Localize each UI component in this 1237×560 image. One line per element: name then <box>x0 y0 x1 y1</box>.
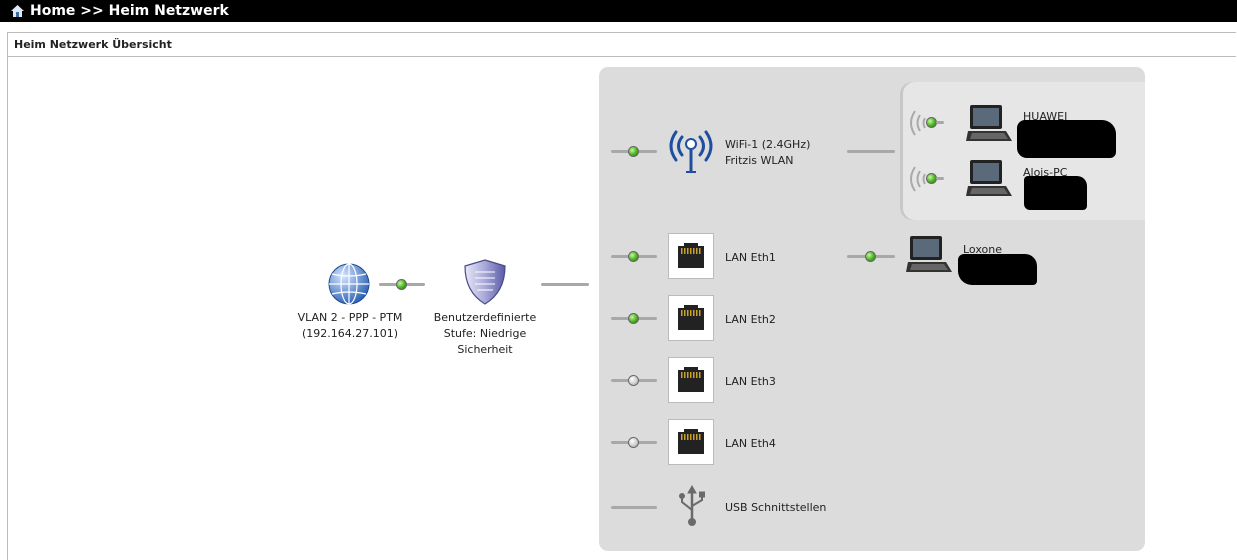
content-frame <box>7 32 1236 560</box>
section-title: Heim Netzwerk Übersicht <box>14 38 172 51</box>
lan-eth1-status-led <box>628 251 639 262</box>
wifi-antenna-icon[interactable] <box>666 124 716 176</box>
globe-icon[interactable] <box>327 262 371 306</box>
lan-client-led <box>865 251 876 262</box>
firewall-label: Benutzerdefinierte Stufe: Niedrige Siche… <box>425 310 545 358</box>
ethernet-port-icon[interactable] <box>668 295 714 341</box>
firewall-label-line3: Sicherheit <box>457 343 513 356</box>
wifi-client-line <box>936 177 944 180</box>
ethernet-port-icon[interactable] <box>668 233 714 279</box>
lan-eth2-label[interactable]: LAN Eth2 <box>725 313 776 326</box>
wireless-signal-icon <box>910 166 926 192</box>
redaction-block <box>958 254 1037 285</box>
lan-client-label[interactable]: Loxone <box>963 243 1002 256</box>
top-bar: Home >> Heim Netzwerk <box>0 0 1237 22</box>
firewall-label-line2: Stufe: Niedrige <box>443 327 527 340</box>
title-divider <box>8 56 1236 57</box>
redaction-block <box>1017 120 1116 158</box>
wan-label-line1: VLAN 2 - PPP - PTM <box>297 311 403 324</box>
lan-eth1-label[interactable]: LAN Eth1 <box>725 251 776 264</box>
lan-eth3-status-led <box>628 375 639 386</box>
wifi-clients-link-line <box>847 150 895 153</box>
wan-label-line2: (192.164.27.101) <box>301 327 399 340</box>
wan-label: VLAN 2 - PPP - PTM (192.164.27.101) <box>290 310 410 342</box>
breadcrumb[interactable]: Home >> Heim Netzwerk <box>30 3 229 19</box>
firewall-link-line <box>541 283 589 286</box>
ethernet-port-icon[interactable] <box>668 419 714 465</box>
wifi-status-led <box>628 146 639 157</box>
wifi-label: WiFi-1 (2.4GHz) Fritzis WLAN <box>725 137 810 169</box>
shield-icon[interactable] <box>463 258 507 306</box>
lan-eth2-status-led <box>628 313 639 324</box>
laptop-icon[interactable] <box>964 103 1014 145</box>
wifi-client-label[interactable]: HUAWEI <box>1023 110 1068 123</box>
wifi-client-line <box>936 121 944 124</box>
redaction-block <box>1024 176 1087 210</box>
laptop-icon[interactable] <box>904 234 954 276</box>
lan-eth4-status-led <box>628 437 639 448</box>
usb-label[interactable]: USB Schnittstellen <box>725 501 827 514</box>
wan-status-led <box>396 279 407 290</box>
laptop-icon[interactable] <box>964 158 1014 200</box>
firewall-label-line1: Benutzerdefinierte <box>433 311 537 324</box>
wifi-client-label[interactable]: Alois-PC <box>1023 166 1068 179</box>
lan-eth3-label[interactable]: LAN Eth3 <box>725 375 776 388</box>
usb-icon[interactable] <box>676 484 708 528</box>
ethernet-port-icon[interactable] <box>668 357 714 403</box>
wifi-label-line1: WiFi-1 (2.4GHz) <box>725 138 811 151</box>
usb-link-line <box>611 506 657 509</box>
wireless-signal-icon <box>910 110 926 136</box>
lan-eth4-label[interactable]: LAN Eth4 <box>725 437 776 450</box>
home-icon[interactable] <box>11 5 24 17</box>
wifi-label-line2: Fritzis WLAN <box>725 154 794 167</box>
